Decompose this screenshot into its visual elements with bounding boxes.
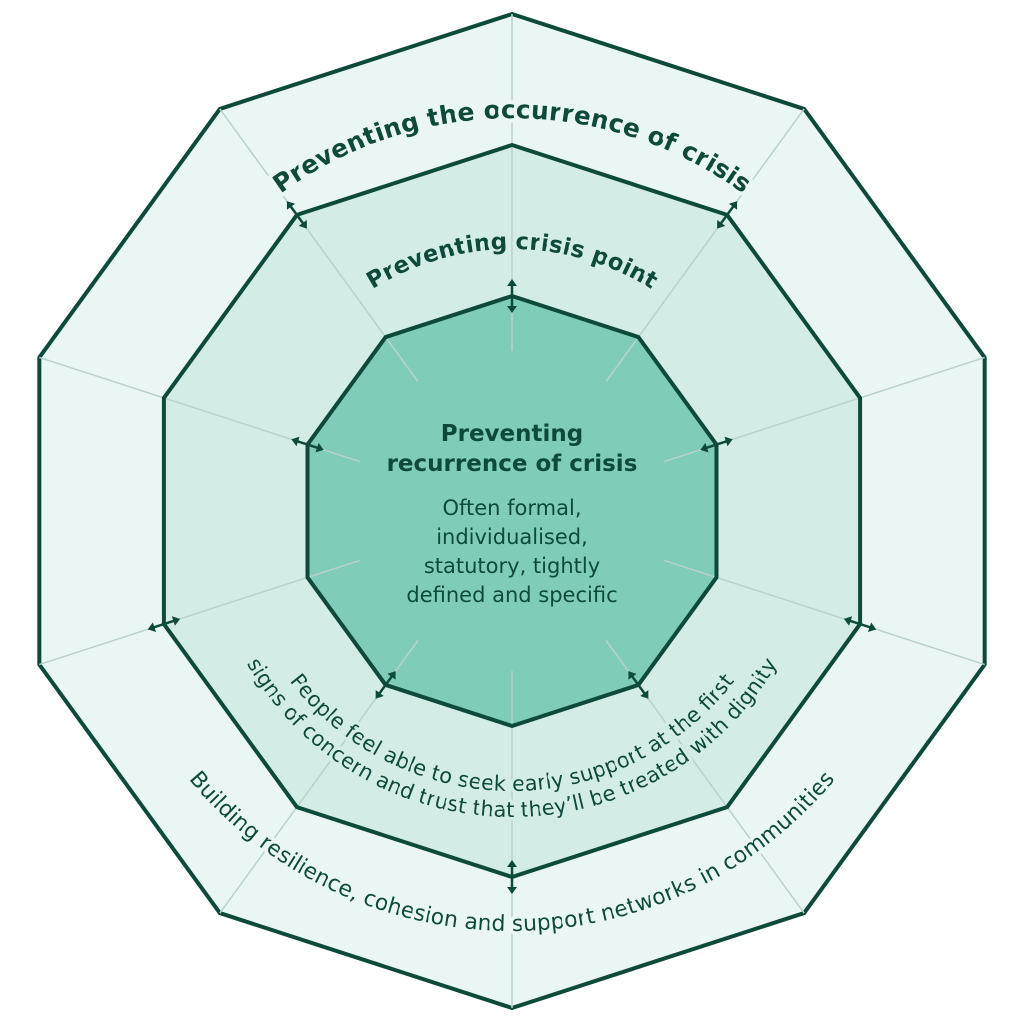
inner-desc-line: defined and specific: [406, 583, 617, 607]
inner-desc-line: individualised,: [436, 525, 588, 549]
double-arrow-icon: [291, 436, 324, 453]
double-arrow-icon: [286, 201, 307, 229]
double-arrow-icon: [717, 201, 738, 229]
double-arrow-icon: [700, 436, 733, 453]
double-arrow-icon: [628, 671, 649, 699]
double-arrow-icon: [375, 671, 396, 699]
double-arrow-icon: [507, 279, 517, 313]
inner-decagon: [305, 294, 719, 728]
inner-desc-line: statutory, tightly: [424, 554, 600, 578]
inner-title-line1: Preventing: [441, 421, 583, 447]
double-arrow-icon: [147, 616, 181, 632]
inner-title-line2: recurrence of crisis: [387, 451, 638, 477]
double-arrow-icon: [843, 616, 877, 632]
inner-decagon-fill: [307, 296, 717, 726]
double-arrow-icon: [507, 860, 517, 894]
inner-desc-line: Often formal,: [442, 496, 581, 520]
